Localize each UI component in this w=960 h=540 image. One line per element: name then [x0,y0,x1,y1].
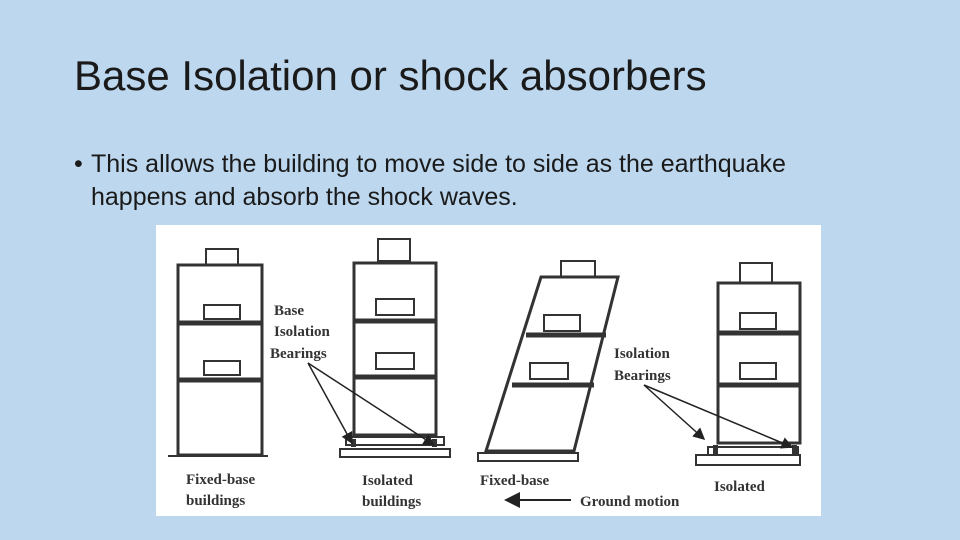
label-fixed-base-buildings-2: buildings [186,493,245,509]
diagram-svg: Base Isolation Bearings Isolation Bearin… [168,238,802,510]
bullet-text: This allows the building to move side to… [91,150,786,211]
fixed-base-building [168,248,268,457]
label-isolated-buildings-1: Isolated [362,473,413,489]
isolated-building [339,238,451,458]
label-base: Base [274,303,304,319]
label-bearings-2: Bearings [614,368,671,384]
base-isolation-diagram: Base Isolation Bearings Isolation Bearin… [156,225,821,516]
label-isolation-2: Isolation [614,346,671,362]
bullet-marker: • [74,150,83,178]
isolated-building-displaced [695,262,802,466]
slide-title: Base Isolation or shock absorbers [74,52,707,99]
arrow-to-left-bearing [307,362,353,445]
arrow-to-right-bearing [307,362,436,446]
tilted-fixed-base-building [477,260,620,462]
label-fixed-base: Fixed-base [480,473,550,489]
arrow-to-right-isolation-bearing [643,384,794,449]
label-bearings: Bearings [270,346,327,362]
label-isolated-buildings-2: buildings [362,494,421,510]
arrow-to-left-isolation-bearing [643,384,706,441]
bullet-text-block: • This allows the building to move side t… [74,148,851,214]
label-fixed-base-buildings-1: Fixed-base [186,472,256,488]
bearing-arrows [307,362,794,508]
label-ground-motion: Ground motion [580,494,680,510]
label-isolated: Isolated [714,479,765,495]
label-isolation: Isolation [274,324,331,340]
